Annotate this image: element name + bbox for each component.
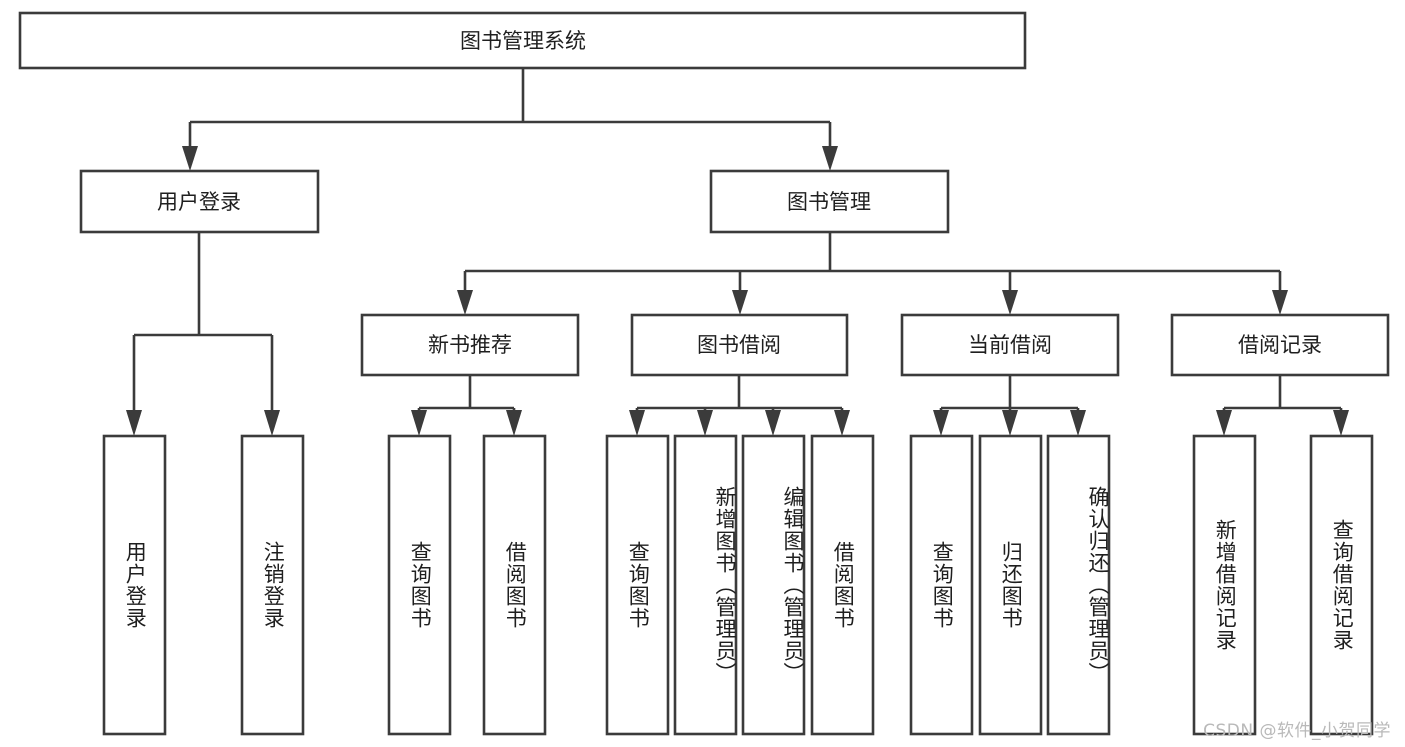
arrow-new-book-recommend-leaf-2: [506, 410, 522, 436]
arrow-new-book-recommend-leaf-1: [411, 410, 427, 436]
node-box-borrow-record[interactable]: [1170, 313, 1390, 377]
arrow-current-borrow-leaf-1: [933, 410, 949, 436]
label-current-borrow: 当前借阅: [968, 333, 1052, 357]
node-box-leaf-edit-book-admin[interactable]: [741, 434, 806, 736]
arrow-root-to-user-login: [182, 146, 198, 171]
arrow-user-login-leaf-2: [264, 410, 280, 436]
node-box-leaf-confirm-return-admin[interactable]: [1046, 434, 1111, 736]
arrow-book-borrow-leaf-3: [765, 410, 781, 436]
label-borrow-record: 借阅记录: [1238, 333, 1322, 357]
arrow-user-login-leaf-1: [126, 410, 142, 436]
node-box-leaf-query-book-rec[interactable]: [387, 434, 452, 736]
label-root: 图书管理系统: [460, 29, 586, 53]
node-box-new-book-recommend[interactable]: [360, 313, 580, 377]
arrow-book-manage-to-book-borrow: [732, 290, 748, 315]
node-box-leaf-add-borrow-record[interactable]: [1192, 434, 1257, 736]
connector-group: [126, 68, 1349, 436]
arrow-current-borrow-leaf-3: [1070, 410, 1086, 436]
node-box-leaf-query-book-current[interactable]: [909, 434, 974, 736]
node-box-leaf-add-book-admin[interactable]: [673, 434, 738, 736]
node-box-root[interactable]: [18, 11, 1027, 70]
arrow-book-manage-to-borrow-record: [1272, 290, 1288, 315]
node-box-book-borrow[interactable]: [630, 313, 849, 377]
label-new-book-recommend: 新书推荐: [428, 333, 512, 357]
label-book-borrow: 图书借阅: [697, 333, 781, 357]
node-box-group: [18, 11, 1390, 736]
arrow-book-borrow-leaf-1: [629, 410, 645, 436]
node-box-leaf-query-borrow-record[interactable]: [1309, 434, 1374, 736]
arrow-book-borrow-leaf-2: [697, 410, 713, 436]
node-box-leaf-user-login[interactable]: [102, 434, 167, 736]
node-box-current-borrow[interactable]: [900, 313, 1120, 377]
arrow-book-manage-to-current-borrow: [1002, 290, 1018, 315]
node-label-group: 图书管理系统 用户登录 图书管理 新书推荐 图书借阅 当前借阅 借阅记录: [157, 29, 1322, 357]
arrow-book-borrow-leaf-4: [834, 410, 850, 436]
watermark: CSDN @软件_小贺同学: [1203, 721, 1391, 741]
node-box-leaf-borrow-book-rec[interactable]: [482, 434, 547, 736]
arrow-book-manage-to-new-book-recommend: [457, 290, 473, 315]
arrow-borrow-record-leaf-2: [1333, 410, 1349, 436]
arrow-borrow-record-leaf-1: [1216, 410, 1232, 436]
arrow-root-to-book-manage: [822, 146, 838, 171]
node-box-leaf-borrow-book[interactable]: [810, 434, 875, 736]
node-box-leaf-return-book[interactable]: [978, 434, 1043, 736]
arrow-current-borrow-leaf-2: [1002, 410, 1018, 436]
node-box-leaf-query-book-borrow[interactable]: [605, 434, 670, 736]
label-book-manage: 图书管理: [787, 190, 871, 214]
node-box-book-manage[interactable]: [709, 169, 950, 234]
label-user-login: 用户登录: [157, 190, 241, 214]
node-box-user-login[interactable]: [79, 169, 320, 234]
node-box-leaf-logout-login[interactable]: [240, 434, 305, 736]
